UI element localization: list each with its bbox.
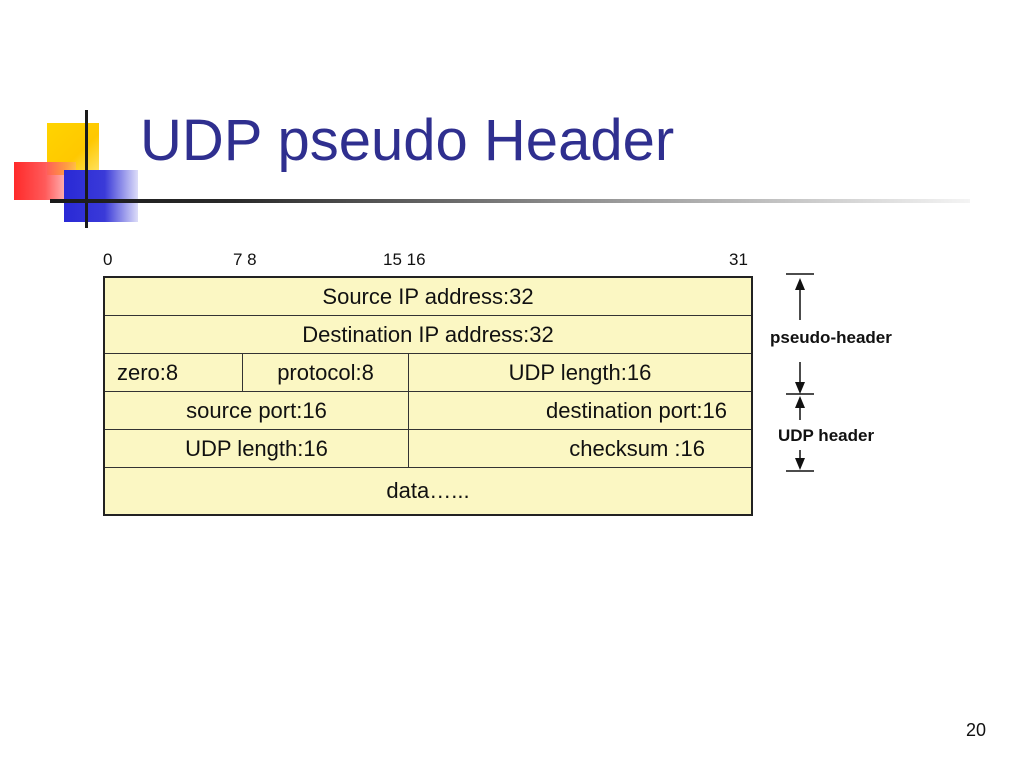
row-length-checksum: UDP length:16 checksum :16 xyxy=(105,430,751,468)
logo-vertical-line xyxy=(85,110,88,228)
row-ports: source port:16 destination port:16 xyxy=(105,392,751,430)
bit-label-7-8: 7 8 xyxy=(233,250,257,269)
title-underline xyxy=(50,199,970,203)
udp-up-arrowhead xyxy=(795,396,805,408)
logo-blue-square xyxy=(64,170,138,222)
cell-checksum: checksum :16 xyxy=(569,435,705,461)
row-data: data…... xyxy=(105,468,751,514)
bit-label-31: 31 xyxy=(729,250,748,269)
row-zero-protocol-length: zero:8 protocol:8 UDP length:16 xyxy=(105,354,751,392)
cell-source-port: source port:16 xyxy=(105,392,409,429)
udp-down-arrowhead xyxy=(795,458,805,470)
cell-udp-length: UDP length:16 xyxy=(105,430,409,467)
cell-destination-ip: Destination IP address:32 xyxy=(302,321,554,347)
cell-protocol: protocol:8 xyxy=(243,354,409,391)
udp-header-diagram: Source IP address:32 Destination IP addr… xyxy=(103,276,753,516)
bit-label-0: 0 xyxy=(103,250,113,269)
cell-data: data…... xyxy=(386,478,470,503)
cell-destination-port: destination port:16 xyxy=(545,397,727,423)
page-number: 20 xyxy=(966,720,987,740)
pseudo-header-label: pseudo-header xyxy=(770,328,892,347)
row-source-ip: Source IP address:32 xyxy=(105,278,751,316)
header-range-arrows xyxy=(786,273,814,472)
udp-header-label: UDP header xyxy=(778,426,875,445)
cell-zero: zero:8 xyxy=(105,354,243,391)
slide-title: UDP pseudo Header xyxy=(140,108,675,173)
pseudo-down-arrowhead xyxy=(795,382,805,394)
row-destination-ip: Destination IP address:32 xyxy=(105,316,751,354)
pseudo-up-arrowhead xyxy=(795,278,805,290)
bit-label-15-16: 15 16 xyxy=(383,250,426,269)
cell-source-ip: Source IP address:32 xyxy=(322,283,534,309)
cell-udp-length-pseudo: UDP length:16 xyxy=(508,359,652,385)
